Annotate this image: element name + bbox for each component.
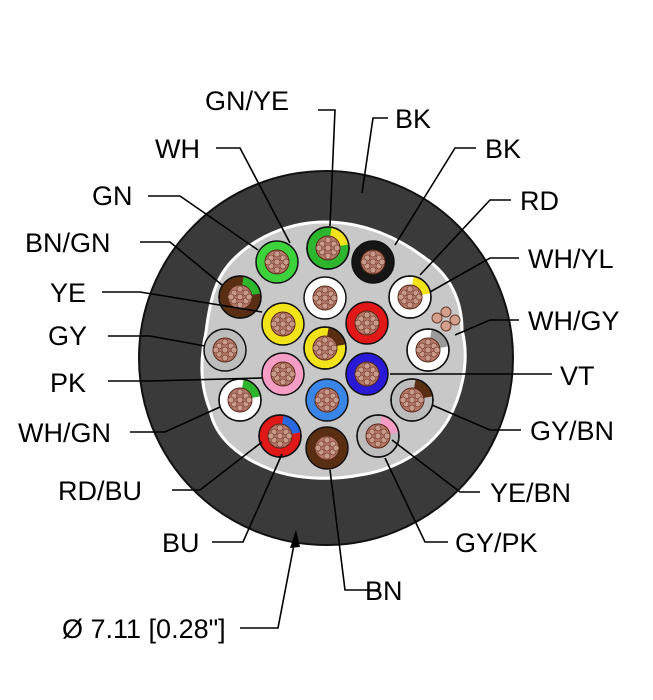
- label-bk-1: BK: [395, 104, 431, 134]
- label-gy: GY: [48, 321, 87, 351]
- conductor-ye: [261, 302, 305, 346]
- label-wh-gy: WH/GY: [528, 306, 620, 336]
- label-gn-ye: GN/YE: [205, 86, 289, 116]
- leader-bn-gn: [140, 241, 223, 286]
- leader-wh-yl: [429, 257, 519, 293]
- label-wh-yl: WH/YL: [528, 244, 614, 274]
- leader-rd: [419, 199, 511, 276]
- leader-gy-pk: [384, 457, 448, 543]
- label-bk-2: BK: [485, 134, 521, 164]
- dimension-arrowhead: [290, 530, 300, 548]
- conductor-bk-1: [351, 240, 395, 284]
- leader-lines: [102, 109, 552, 591]
- leader-gn: [148, 195, 259, 251]
- conductor-wh: [303, 276, 347, 320]
- conductor-gn: [255, 240, 299, 284]
- leader-gy-bn: [431, 404, 521, 431]
- leader-bn: [329, 469, 380, 591]
- leader-wh-gy: [454, 319, 519, 336]
- leader-ye-bn: [391, 439, 480, 493]
- label-ye-bn: YE/BN: [490, 478, 571, 508]
- label-ye: YE: [50, 278, 86, 308]
- leader-rd-bu: [172, 441, 263, 491]
- dimension-callout: Ø 7.11 [0.28"]: [62, 530, 300, 644]
- conductor-wh-gy: [406, 328, 450, 372]
- label-gy-pk: GY/PK: [455, 528, 538, 558]
- conductor-bn: [305, 426, 349, 470]
- leader-ye: [102, 291, 263, 313]
- leader-gy: [108, 335, 206, 347]
- leader-bu: [212, 453, 283, 543]
- leader-pk: [108, 377, 263, 382]
- conductor-bn-gn: [218, 275, 262, 319]
- conductor-vt: [345, 352, 389, 396]
- conductor-gy: [203, 328, 247, 372]
- leader-wh-gn: [130, 406, 221, 433]
- label-pk: PK: [50, 368, 86, 398]
- label-wh: WH: [155, 134, 200, 164]
- label-rd: RD: [520, 186, 559, 216]
- label-bn: BN: [365, 576, 403, 606]
- conductor-bu: [305, 378, 349, 422]
- label-vt: VT: [560, 361, 595, 391]
- leader-bk-2: [394, 147, 476, 246]
- dimension-label: Ø 7.11 [0.28"]: [62, 614, 226, 644]
- label-gn: GN: [92, 181, 133, 211]
- conductor-pk: [261, 352, 305, 396]
- label-rd-bu: RD/BU: [58, 476, 142, 506]
- label-bn-gn: BN/GN: [25, 228, 111, 258]
- label-group: GN/YE BK BK WH GN RD BN/GN WH/YL YE WH/GY GY VT PK GY…: [18, 86, 620, 606]
- label-gy-bn: GY/BN: [530, 416, 614, 446]
- label-wh-gn: WH/GN: [18, 418, 111, 448]
- leader-bk-1: [361, 117, 388, 194]
- conductor-ye-c: [303, 326, 347, 370]
- conductor-rd: [345, 301, 389, 345]
- conductor-gy-pk: [356, 414, 400, 458]
- conductor-gn-ye: [306, 226, 350, 270]
- leader-gn-ye: [318, 109, 336, 227]
- conductor-rd-bu: [258, 414, 302, 458]
- conductor-wh-gn: [218, 378, 262, 422]
- conductor-gy-bn: [390, 378, 434, 422]
- conductor-wh-yl: [388, 275, 432, 319]
- leader-wh: [216, 147, 291, 244]
- label-bu: BU: [162, 528, 200, 558]
- drain-strands: [431, 306, 461, 332]
